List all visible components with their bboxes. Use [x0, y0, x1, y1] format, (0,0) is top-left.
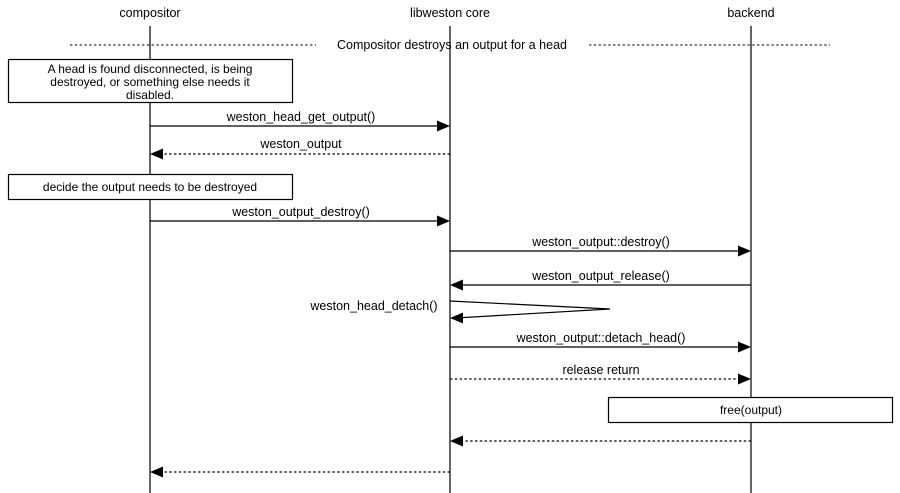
lifeline-label-backend: backend: [727, 6, 774, 20]
message-line-weston-head-detach: [449, 300, 611, 319]
message-weston-output-release: weston_output_release(): [450, 269, 751, 291]
message-weston-output-destroy: weston_output_destroy(): [150, 205, 450, 227]
divider-label: Compositor destroys an output for a head: [337, 38, 567, 52]
message-release-return: release return: [450, 363, 751, 385]
message-label-release-return: release return: [562, 363, 639, 377]
message-label-weston-output-detach-head: weston_output::detach_head(): [516, 331, 686, 345]
note-head-disconnected-line-3: disabled.: [126, 88, 174, 102]
note-head-disconnected-box: [7, 58, 294, 104]
note-head-disconnected-line-2: destroyed, or something else needs it: [50, 75, 250, 89]
message-backend-return: [450, 435, 751, 447]
message-arrowhead-release-return: [738, 373, 751, 385]
note-decide-destroy: decide the output needs to be destroyed: [7, 173, 294, 201]
message-arrowhead-weston-head-get-output: [437, 120, 450, 132]
message-arrowhead-libweston-return: [150, 466, 163, 478]
message-weston-output-destroy-vfunc: weston_output::destroy(): [450, 235, 751, 257]
message-weston-head-detach: weston_head_detach(): [309, 299, 611, 324]
message-arrowhead-weston-head-detach: [450, 312, 463, 324]
message-arrowhead-weston-output-destroy-vfunc: [738, 245, 751, 257]
message-arrowhead-weston-output-destroy: [437, 215, 450, 227]
message-label-weston-output-destroy-vfunc: weston_output::destroy(): [531, 235, 670, 249]
lifeline-headers: compositor libweston core backend: [119, 6, 774, 20]
note-decide-destroy-box: [7, 173, 294, 201]
lifeline-label-compositor: compositor: [119, 6, 180, 20]
message-label-weston-head-detach: weston_head_detach(): [309, 299, 437, 313]
note-free-output: free(output): [607, 396, 894, 424]
message-weston-output-return: weston_output: [150, 137, 450, 160]
lifeline-label-libweston-core: libweston core: [410, 6, 490, 20]
note-head-disconnected-line-1: A head is found disconnected, is being: [48, 62, 253, 76]
message-arrowhead-backend-return: [450, 435, 463, 447]
message-label-weston-head-get-output: weston_head_get_output(): [226, 110, 376, 124]
message-arrowhead-weston-output-release: [450, 279, 463, 291]
note-head-disconnected: A head is found disconnected, is being d…: [7, 58, 294, 104]
message-label-weston-output-release: weston_output_release(): [531, 269, 670, 283]
message-libweston-return: [150, 466, 450, 478]
note-free-output-box: [607, 396, 894, 424]
message-weston-head-get-output: weston_head_get_output(): [150, 110, 450, 132]
message-arrowhead-weston-output-return: [150, 148, 163, 160]
message-weston-output-detach-head: weston_output::detach_head(): [450, 331, 751, 353]
note-decide-destroy-line-1: decide the output needs to be destroyed: [43, 180, 257, 194]
message-label-weston-output-return: weston_output: [259, 137, 342, 151]
message-arrowhead-weston-output-detach-head: [738, 341, 751, 353]
section-divider: Compositor destroys an output for a head: [70, 38, 830, 52]
message-label-weston-output-destroy: weston_output_destroy(): [231, 205, 370, 219]
note-free-output-line-1: free(output): [720, 403, 782, 417]
